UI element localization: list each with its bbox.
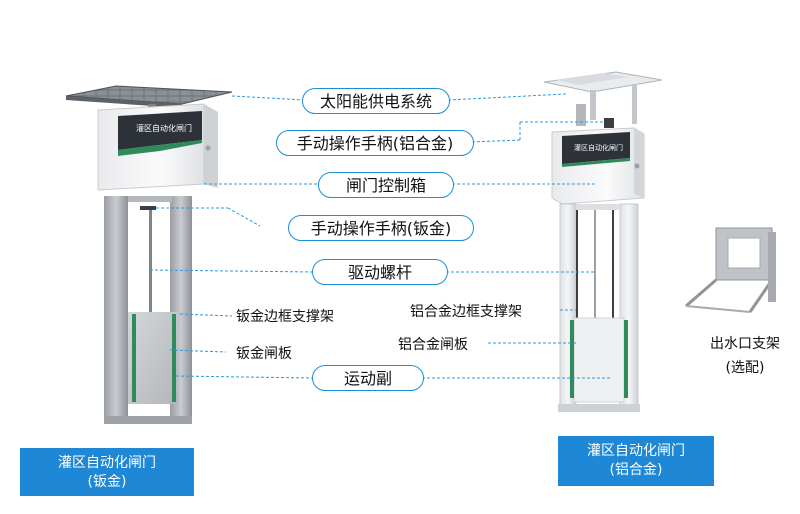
hand-crank-aluminium [604, 118, 614, 128]
leader-lines [149, 93, 612, 379]
aluminium-gate-plate [570, 317, 628, 403]
hand-crank-steel [140, 206, 156, 210]
caption-steel-material: (钣金) [87, 474, 127, 490]
label-steel-frame: 钣金边框支撑架 [236, 309, 334, 325]
control-box-left: 灌区自动化闸门 [97, 103, 218, 191]
outlet-bracket-optional: (选配) [725, 360, 765, 376]
caption-steel-title: 灌区自动化闸门 [58, 455, 156, 471]
label-steel-plate: 钣金闸板 [236, 346, 292, 362]
solar-panel-left [65, 85, 233, 114]
solar-panel-right [543, 71, 663, 126]
outlet-bracket [685, 227, 776, 313]
panel-title-left: 灌区自动化闸门 [136, 123, 192, 133]
label-aluminium-plate: 铝合金闸板 [398, 337, 468, 353]
steel-gate-plate [128, 312, 178, 404]
outlet-bracket-label: 出水口支架 (选配) [690, 332, 800, 380]
label-hand-crank-steel: 手动操作手柄(钣金) [288, 215, 474, 241]
label-solar-power-system: 太阳能供电系统 [302, 88, 450, 114]
steel-gate: 灌区自动化闸门 [65, 85, 233, 424]
label-drive-screw: 驱动螺杆 [312, 259, 448, 285]
drive-screw-left [149, 210, 152, 320]
label-aluminium-frame: 铝合金边框支撑架 [410, 304, 522, 320]
caption-aluminium-title: 灌区自动化闸门 [587, 443, 685, 459]
label-hand-crank-aluminium: 手动操作手柄(铝合金) [276, 130, 474, 156]
label-motion-pair: 运动副 [312, 365, 424, 391]
label-control-box: 闸门控制箱 [318, 172, 454, 198]
outlet-bracket-title: 出水口支架 [710, 336, 780, 352]
drive-screw-right [594, 210, 596, 318]
panel-title-right: 灌区自动化闸门 [574, 143, 623, 152]
caption-aluminium-material: (铝合金) [609, 462, 663, 478]
control-box-right: 灌区自动化闸门 [551, 118, 645, 205]
aluminium-gate: 灌区自动化闸门 [543, 71, 663, 412]
caption-aluminium-gate: 灌区自动化闸门 (铝合金) [558, 436, 714, 486]
caption-steel-gate: 灌区自动化闸门 (钣金) [20, 448, 194, 496]
